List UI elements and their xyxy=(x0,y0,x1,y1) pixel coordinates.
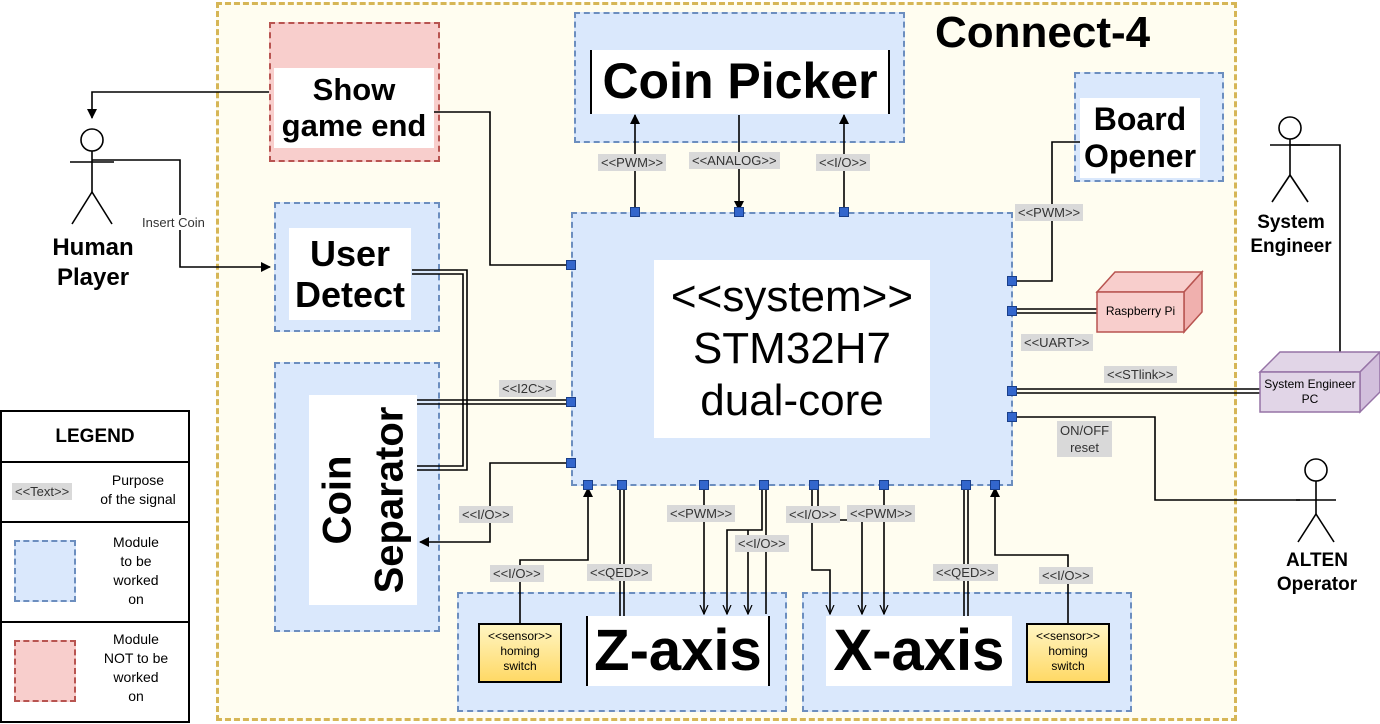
user-detect-label: User Detect xyxy=(289,228,411,320)
port-x-io xyxy=(809,480,819,490)
board-opener-label: Board Opener xyxy=(1080,98,1200,178)
port-cp-io xyxy=(839,207,849,217)
z-axis-label: Z-axis xyxy=(586,616,770,686)
legend-row-signal: <<Text>> Purpose of the signal xyxy=(2,461,188,523)
coin-picker-label: Coin Picker xyxy=(590,50,890,114)
signal-x-io: <<I/O>> xyxy=(786,506,840,523)
legend-red-swatch xyxy=(14,640,76,702)
legend-signal-desc: Purpose of the signal xyxy=(100,472,176,507)
signal-z-pwm: <<PWM>> xyxy=(667,505,736,522)
signal-cs-io: <<I/O>> xyxy=(459,506,513,523)
stm32-system-label: <<system>> STM32H7 dual-core xyxy=(654,260,930,438)
port-coin-sep-io xyxy=(566,458,576,468)
port-z-qed xyxy=(617,480,627,490)
human-player-name: Human Player xyxy=(52,234,134,291)
raspberry-pi-label: Raspberry Pi xyxy=(1105,304,1176,318)
x-axis-label: X-axis xyxy=(826,616,1012,686)
legend-red-desc: Module NOT to be worked on xyxy=(103,631,169,704)
port-z-pwm xyxy=(699,480,709,490)
signal-z-io: <<I/O>> xyxy=(490,565,544,582)
legend-blue-swatch xyxy=(14,540,76,602)
system-engineer-pc-node xyxy=(1258,350,1380,414)
port-board-opener xyxy=(1007,276,1017,286)
signal-bo-pwm: <<PWM>> xyxy=(1015,204,1084,221)
human-player-icon xyxy=(70,128,114,225)
z-homing-switch: <<sensor>> homing switch xyxy=(478,623,562,683)
coin-separator-box: Coin Separator xyxy=(309,395,417,605)
port-cp-pwm xyxy=(630,207,640,217)
signal-z-io2: <<I/O>> xyxy=(735,535,789,552)
show-game-end-label: Show game end xyxy=(274,68,434,148)
legend-blue-desc: Module to be worked on xyxy=(113,534,159,607)
legend: LEGEND <<Text>> Purpose of the signal Mo… xyxy=(0,410,190,723)
signal-uart: <<UART>> xyxy=(1021,334,1093,351)
alten-operator-name: ALTEN Operator xyxy=(1276,550,1358,595)
system-engineer-pc-label: System Engineer PC xyxy=(1264,377,1356,406)
port-i2c xyxy=(566,397,576,407)
port-show-game-end xyxy=(566,260,576,270)
legend-sample-signal: <<Text>> xyxy=(12,483,73,500)
system-engineer-name: System Engineer xyxy=(1250,212,1332,257)
signal-z-qed: <<QED>> xyxy=(587,564,652,581)
port-z-io2 xyxy=(759,480,769,490)
alten-operator-icon xyxy=(1296,458,1336,543)
port-on-off xyxy=(1007,412,1017,422)
signal-x-qed: <<QED>> xyxy=(933,564,998,581)
legend-row-blue: Module to be worked on xyxy=(2,521,188,623)
diagram-title: Connect-4 xyxy=(935,8,1151,57)
signal-x-pwm: <<PWM>> xyxy=(847,505,916,522)
system-engineer-icon xyxy=(1270,116,1310,203)
legend-title: LEGEND xyxy=(55,426,135,447)
port-z-io xyxy=(583,480,593,490)
signal-x-io2: <<I/O>> xyxy=(1039,567,1093,584)
port-uart xyxy=(1007,306,1017,316)
port-stlink xyxy=(1007,386,1017,396)
signal-cp-pwm: <<PWM>> xyxy=(598,154,667,171)
signal-insert-coin: Insert Coin xyxy=(142,215,205,230)
x-homing-switch: <<sensor>> homing switch xyxy=(1026,623,1110,683)
port-x-io2 xyxy=(990,480,1000,490)
port-cp-analog xyxy=(734,207,744,217)
signal-cp-analog: <<ANALOG>> xyxy=(689,152,780,169)
port-x-qed xyxy=(961,480,971,490)
signal-i2c: <<I2C>> xyxy=(499,380,556,397)
signal-stlink: <<STlink>> xyxy=(1104,366,1177,383)
raspberry-pi-node xyxy=(1095,270,1204,334)
port-x-pwm xyxy=(879,480,889,490)
signal-cp-io: <<I/O>> xyxy=(816,154,870,171)
legend-row-red: Module NOT to be worked on xyxy=(2,621,188,723)
signal-on-off: ON/OFF reset xyxy=(1057,421,1113,457)
